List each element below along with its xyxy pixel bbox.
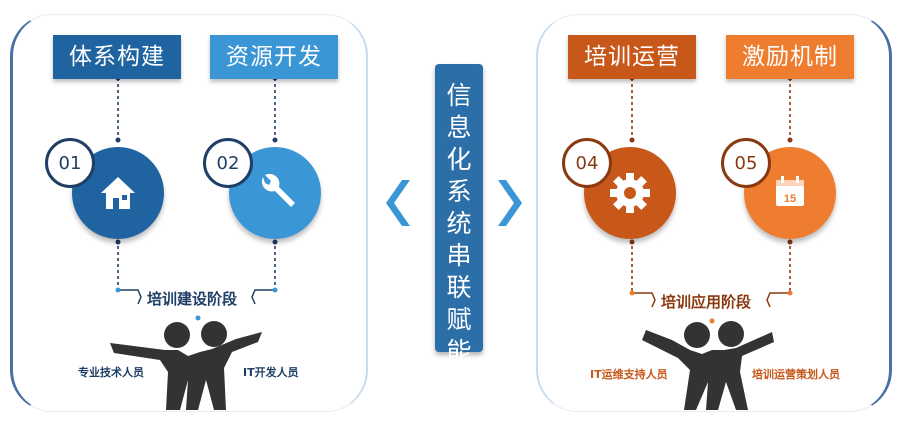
- wrench-icon: [261, 173, 295, 207]
- calendar-icon: 15: [776, 176, 804, 206]
- tag-training-ops: 培训运营: [568, 35, 696, 79]
- step-02-number: 02: [203, 138, 253, 188]
- stage-label-apply: 培训应用阶段: [657, 291, 756, 312]
- people-group-right-icon: [642, 321, 774, 410]
- step-05-number: 05: [721, 138, 771, 188]
- role-ops-planning: 培训运营策划人员: [752, 368, 840, 381]
- center-title-box: 信息化系统串联赋能: [435, 64, 483, 366]
- chevron-right-icon: [498, 180, 522, 226]
- role-it-ops: IT运维支持人员: [590, 368, 668, 381]
- step-01-number: 01: [45, 138, 95, 188]
- center-title: 信息化系统串联赋能: [446, 81, 472, 366]
- gear-icon: [610, 173, 650, 213]
- people-group-left-icon: [110, 321, 262, 410]
- role-it-dev: IT开发人员: [243, 366, 299, 379]
- step-04-number: 04: [562, 138, 612, 188]
- calendar-day-text: 15: [784, 193, 796, 205]
- tag-resource-dev: 资源开发: [210, 35, 338, 79]
- role-tech-staff: 专业技术人员: [78, 366, 144, 379]
- tag-system-build: 体系构建: [53, 35, 181, 79]
- chevron-left-icon: [386, 180, 410, 226]
- tag-incentive: 激励机制: [726, 35, 854, 79]
- stage-label-build: 培训建设阶段: [143, 288, 242, 309]
- left-panel: [10, 14, 368, 412]
- house-icon: [101, 177, 135, 209]
- right-panel: [536, 14, 892, 412]
